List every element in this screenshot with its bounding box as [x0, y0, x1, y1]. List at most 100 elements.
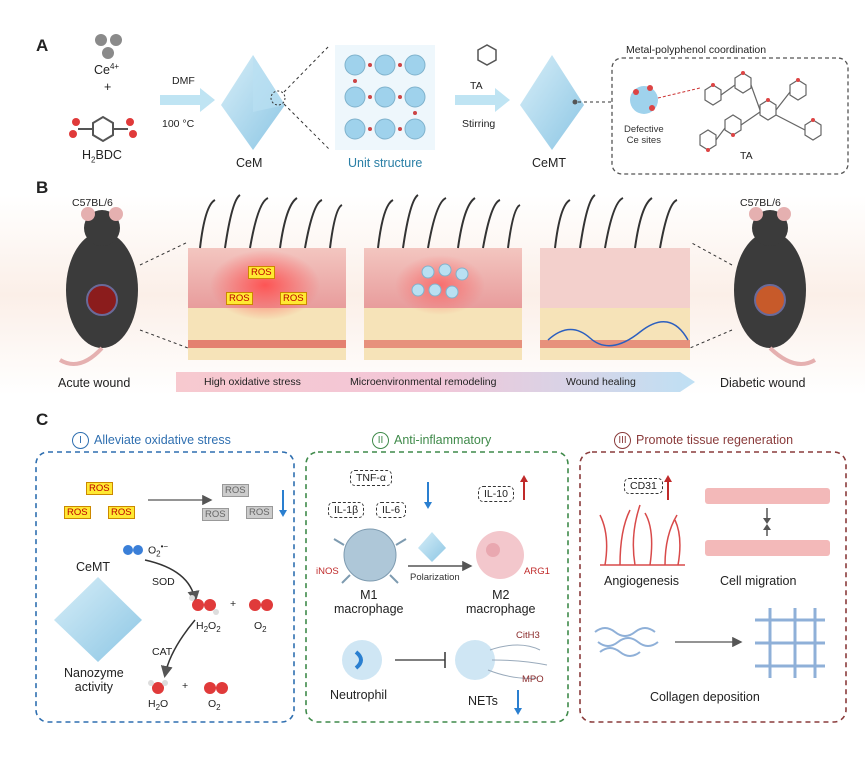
h2o-label: H2O: [148, 698, 169, 713]
superoxide-sup: •−: [160, 542, 169, 551]
ce-sphere-icons: [95, 34, 122, 59]
ta-network-red-dots: [706, 71, 815, 152]
sod-reaction-arrow: [144, 559, 200, 603]
mouse-right-icon: [734, 207, 817, 366]
tnf-alpha-pill: TNF-α: [350, 470, 392, 486]
collagen-network-icon: [755, 608, 825, 678]
nets-label: NETs: [468, 694, 498, 708]
sod-label: SOD: [152, 576, 175, 588]
ros-burst-3: ROS: [280, 292, 307, 305]
cd31-pill: CD31: [624, 478, 663, 494]
diabetic-wound-label: Diabetic wound: [720, 376, 806, 390]
nanozyme-activity-label: Nanozyme activity: [64, 666, 124, 694]
synthesis-arrow: [160, 88, 215, 112]
m1-macrophage-label: M1 macrophage: [334, 588, 404, 616]
temperature-label: 100 °C: [162, 118, 195, 130]
ros-gray-1: ROS: [222, 484, 249, 497]
cat-reaction-arrow: [160, 619, 196, 678]
m2-macrophage-label: M2 macrophage: [466, 588, 536, 616]
zoom-line-right-bottom: [689, 329, 733, 349]
inos-label: iNOS: [316, 566, 339, 577]
down-arrow-proinflammatory-icon: [424, 482, 432, 509]
il1b-pill: IL-1β: [328, 502, 365, 518]
o2-label-2: O2: [208, 698, 221, 713]
superoxide-molecule-icon: [123, 545, 143, 555]
h2o2-label: H2O2: [196, 620, 221, 635]
defective-sites-label: Defective Ce sites: [624, 124, 664, 146]
up-arrow-il10-icon: [520, 475, 528, 500]
collagen-scattered-icon: [594, 627, 659, 657]
ta-top-label: TA: [470, 80, 483, 92]
cell-migration-label: Cell migration: [720, 574, 797, 588]
cemt-nanozyme-octahedron-icon: [54, 577, 142, 662]
cem-octahedron-icon: [221, 44, 331, 151]
section-i-text: Alleviate oxidative stress: [94, 432, 231, 447]
o2-o-1: O: [254, 620, 263, 632]
mouse-left-icon: [58, 207, 138, 366]
h2bdc-sub: 2: [91, 155, 96, 165]
section-ii-box: [305, 451, 569, 723]
panel-a-letter: A: [36, 36, 49, 55]
stage-oxidative-label: High oxidative stress: [204, 376, 301, 388]
h2o-h: H: [148, 698, 156, 710]
il10-pill: IL-10: [478, 486, 514, 502]
section-iii-box: [579, 451, 847, 723]
superoxide-label: O2•−: [148, 542, 168, 559]
h2o2-molecule-icon: [189, 595, 219, 615]
ros-c-1: ROS: [86, 482, 113, 495]
h2o2-h: H: [196, 620, 204, 632]
skin-block-remodeling: [364, 194, 522, 360]
cem-label: CeM: [236, 156, 263, 170]
cat-label: CAT: [152, 646, 173, 658]
section-i-numeral: I: [72, 432, 89, 449]
h2bdc-label: H2BDC: [82, 148, 122, 165]
stage-healing-label: Wound healing: [566, 376, 636, 388]
section-i-title: I Alleviate oxidative stress: [72, 432, 231, 449]
superoxide-sub: 2: [156, 549, 161, 559]
down-arrow-ros-icon: [279, 490, 287, 517]
dmf-label: DMF: [172, 75, 195, 87]
o2-o-2: O: [208, 698, 217, 710]
skin-block-healing: [540, 194, 690, 360]
section-i-box: [35, 451, 295, 723]
progression-arrow-band: [176, 372, 695, 392]
acute-wound-label: Acute wound: [58, 376, 131, 390]
coordination-title: Metal-polyphenol coordination: [626, 44, 767, 56]
section-iii-numeral: III: [614, 432, 631, 449]
defective-ce-cluster-icon: [630, 85, 701, 114]
zoom-line-left-bottom: [139, 329, 189, 349]
ros-c-2: ROS: [64, 506, 91, 519]
m2-macrophage-icon: [476, 531, 524, 579]
panel-c-letter: C: [36, 410, 49, 429]
ros-gray-2: ROS: [202, 508, 229, 521]
tannic-acid-network-icon: [699, 72, 822, 151]
h2bdc-rest: BDC: [95, 148, 122, 162]
arg1-label: ARG1: [524, 566, 550, 577]
up-arrow-cd31-icon: [664, 475, 672, 500]
cemt-label: CeMT: [532, 156, 567, 170]
cith3-label: CitH3: [516, 630, 540, 641]
section-ii-text: Anti-inflammatory: [394, 432, 492, 447]
zoom-line-right-top: [689, 241, 733, 266]
collagen-deposition-label: Collagen deposition: [650, 690, 760, 704]
o2-molecule-icon-2: [204, 682, 228, 694]
stage-remodeling-label: Microenvironmental remodeling: [350, 376, 497, 388]
strain-left-label: C57BL/6: [72, 197, 113, 209]
panel-b-letter: B: [36, 178, 49, 197]
plus-sign: +: [104, 80, 112, 94]
superoxide-o: O: [148, 544, 157, 557]
cemt-c-label: CeMT: [76, 560, 111, 574]
plus-c-1: +: [230, 598, 237, 610]
h2bdc-h: H: [82, 148, 92, 162]
cell-migration-icon: [705, 488, 830, 556]
neutrophil-label: Neutrophil: [330, 688, 387, 702]
o2-molecule-icon-1: [249, 599, 273, 611]
inhibit-line: [395, 652, 446, 668]
ros-burst-2: ROS: [226, 292, 253, 305]
nets-icon: [455, 640, 548, 680]
h2o-molecule-icon: [148, 680, 168, 694]
plus-c-2: +: [182, 680, 189, 692]
ce-label: Ce4+: [94, 62, 119, 77]
